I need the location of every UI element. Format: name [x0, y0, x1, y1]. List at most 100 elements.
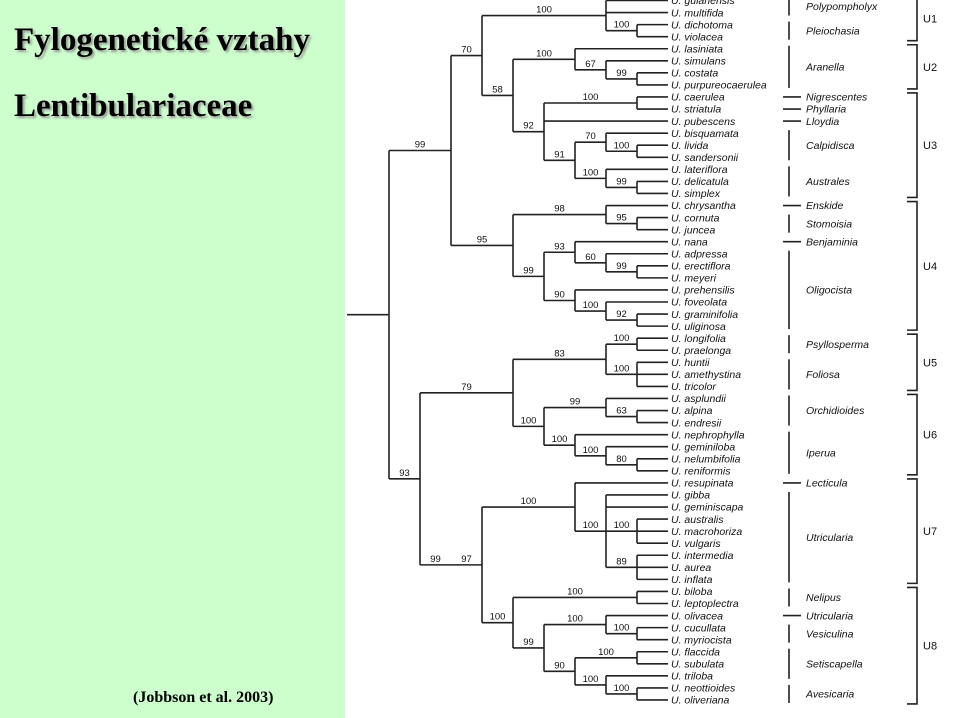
- taxon-label: U. nelumbifolia: [671, 453, 741, 465]
- taxon-label: U. purpureocaerulea: [671, 80, 767, 92]
- taxon-label: U. gibba: [671, 490, 710, 502]
- taxon-label: U. neottioides: [671, 683, 736, 695]
- support-value: 99: [616, 261, 627, 272]
- support-value: 100: [598, 647, 614, 658]
- taxon-label: U. violacea: [671, 31, 723, 43]
- support-value: 97: [461, 554, 472, 565]
- section-label: Iperua: [806, 447, 836, 459]
- clade-bracket: [907, 43, 918, 90]
- taxon-label: U. subulata: [671, 659, 724, 671]
- clade-label: U2: [923, 62, 937, 74]
- support-value: 95: [616, 213, 627, 224]
- section-label: Lecticula: [806, 478, 848, 490]
- support-value: 99: [430, 554, 441, 565]
- clade-label: U7: [923, 526, 937, 538]
- citation: (Jobbson et al. 2003): [133, 689, 274, 706]
- taxon-label: U. reniformis: [671, 466, 731, 478]
- support-value: 100: [536, 48, 552, 59]
- clade-bracket: [907, 478, 918, 585]
- taxon-label: U. dichotoma: [671, 19, 733, 31]
- support-value: 89: [616, 556, 627, 567]
- clade-bracket: [907, 333, 918, 392]
- section-label: Nigrescentes: [806, 92, 868, 104]
- support-value: 100: [614, 140, 630, 151]
- support-value: 79: [461, 382, 472, 393]
- taxon-label: U. tricolor: [671, 381, 716, 393]
- clade-label: U5: [923, 357, 937, 369]
- support-value: 100: [583, 674, 599, 685]
- taxon-label: U. pubescens: [671, 116, 736, 128]
- taxon-label: U. macrohoriza: [671, 526, 742, 538]
- support-value: 100: [583, 520, 599, 531]
- taxon-label: U. sandersonii: [671, 152, 739, 164]
- clade-bracket: [907, 92, 918, 199]
- section-label: Phyllaria: [806, 104, 846, 116]
- support-value: 67: [585, 59, 596, 70]
- support-value: 100: [521, 496, 537, 507]
- taxon-label: U. simulans: [671, 56, 727, 68]
- clade-bracket: [907, 586, 918, 705]
- taxon-label: U. adpressa: [671, 248, 728, 260]
- support-value: 99: [570, 397, 581, 408]
- taxon-label: U. simplex: [671, 188, 721, 200]
- support-value: 60: [585, 252, 596, 263]
- taxon-label: U. endresii: [671, 417, 722, 429]
- taxon-label: U. huntii: [671, 357, 710, 369]
- section-label: Lloydia: [806, 116, 839, 128]
- support-value: 100: [614, 363, 630, 374]
- taxon-label: U. leptoplectra: [671, 598, 739, 610]
- section-label: Australes: [805, 176, 851, 188]
- support-value: 100: [583, 167, 599, 178]
- taxon-label: U. juncea: [671, 224, 716, 236]
- taxon-label: U. biloba: [671, 586, 713, 598]
- taxon-label: U. inflata: [671, 574, 713, 586]
- taxon-label: U. foveolata: [671, 297, 727, 309]
- tree-branches: [347, 0, 668, 701]
- taxon-label: U. longifolia: [671, 333, 726, 345]
- clade-label: U8: [923, 641, 937, 653]
- taxon-label: U. resupinata: [671, 478, 734, 490]
- clade-label: U4: [923, 261, 937, 273]
- section-label: Vesiculina: [806, 628, 854, 640]
- taxon-label: U. nephrophylla: [671, 429, 745, 441]
- clade-bracket: [907, 0, 918, 42]
- taxon-label: U. intermedia: [671, 550, 734, 562]
- support-value: 100: [614, 20, 630, 31]
- taxon-label: U. triloba: [671, 671, 713, 683]
- support-value: 98: [554, 204, 565, 215]
- support-value: 100: [583, 92, 599, 103]
- support-value: 92: [523, 121, 534, 132]
- support-value: 90: [554, 660, 565, 671]
- taxon-label: U. livida: [671, 140, 709, 152]
- support-value: 93: [554, 241, 565, 252]
- taxon-label: U. praelonga: [671, 345, 731, 357]
- taxon-label: U. cucullata: [671, 622, 726, 634]
- section-label: Setiscapella: [806, 659, 863, 671]
- support-value: 58: [492, 84, 503, 95]
- support-value: 70: [585, 131, 596, 142]
- support-value: 70: [461, 45, 472, 56]
- taxon-label: U. costata: [671, 68, 718, 80]
- support-value: 100: [583, 300, 599, 311]
- taxon-label: U. graminifolia: [671, 309, 738, 321]
- support-value: 100: [614, 520, 630, 531]
- taxon-label: U. vulgaris: [671, 538, 721, 550]
- taxon-label: U. delicatula: [671, 176, 729, 188]
- taxon-label: U. geminiscapa: [671, 502, 744, 514]
- taxon-label: U. prehensilis: [671, 285, 735, 297]
- section-label: Orchidioides: [806, 405, 865, 417]
- section-label: Calpidisca: [806, 140, 855, 152]
- taxon-label: U. lateriflora: [671, 164, 728, 176]
- support-value: 95: [477, 234, 488, 245]
- taxon-label: U. amethystina: [671, 369, 741, 381]
- taxon-label: U. erectiflora: [671, 261, 731, 273]
- taxon-label: U. alpina: [671, 405, 713, 417]
- section-label: Psyllosperma: [806, 339, 869, 351]
- support-value: 80: [616, 454, 627, 465]
- support-value: 99: [523, 637, 534, 648]
- section-label: Pleiochasia: [806, 25, 860, 37]
- taxon-label: U. flaccida: [671, 646, 720, 658]
- slide-title: Fylogenetické vztahy: [14, 22, 311, 58]
